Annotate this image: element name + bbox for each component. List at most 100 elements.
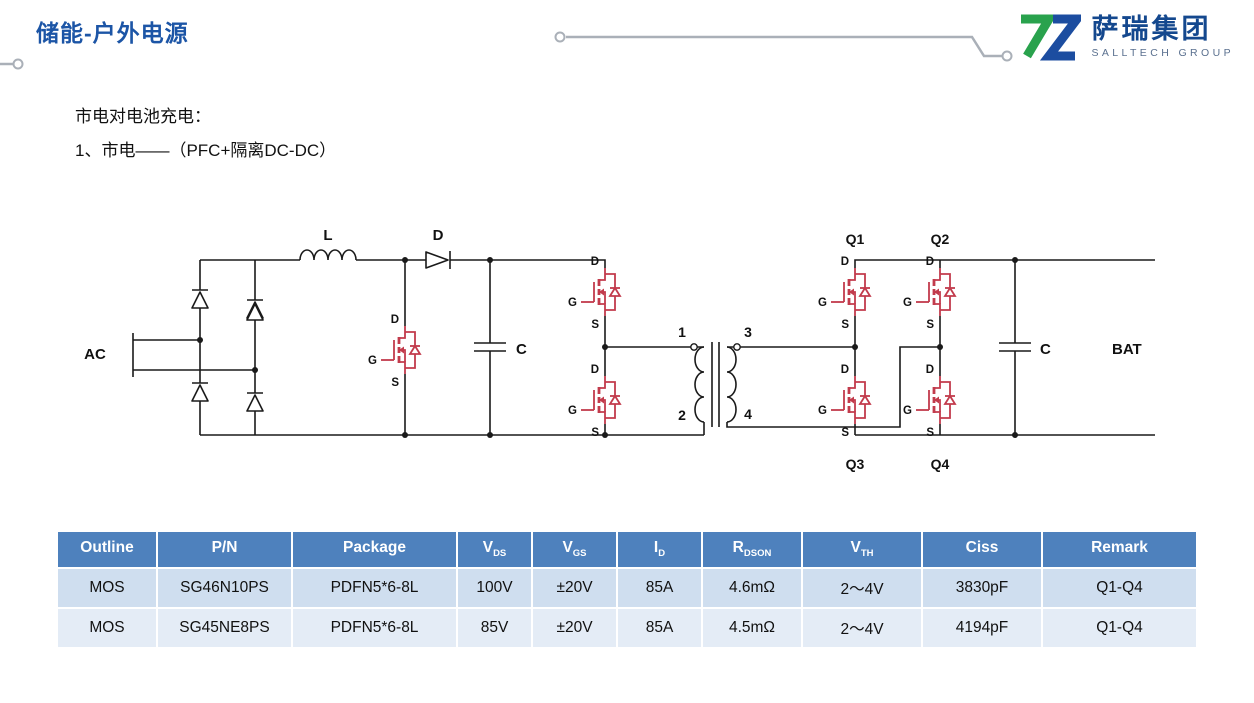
- intro-line-1: 市电对电池充电：: [75, 107, 211, 126]
- mosfet-symbol: [379, 324, 422, 375]
- half-bridge: [200, 315, 704, 438]
- company-logo: 萨瑞集团 SALLTECH GROUP: [1015, 10, 1234, 64]
- drain-pin-label: D: [926, 364, 934, 376]
- table-cell: PDFN5*6-8L: [291, 566, 458, 609]
- table-cell: ±20V: [531, 606, 618, 649]
- boost-stage: L D: [200, 227, 606, 438]
- xfmr-pin3-label: 3: [744, 324, 752, 340]
- table-cell: Q1-Q4: [1041, 606, 1198, 649]
- source-pin-label: S: [926, 427, 934, 439]
- circuit-diagram: AC L D: [84, 227, 1155, 472]
- table-cell: SG45NE8PS: [156, 606, 293, 649]
- intro-line-2: 1、市电——（PFC+隔离DC-DC）: [75, 141, 337, 161]
- column-header: VGS: [531, 529, 618, 569]
- column-header: Remark: [1041, 529, 1198, 569]
- column-header: Package: [291, 529, 458, 569]
- ac-label: AC: [84, 346, 106, 363]
- q3-label: Q3: [846, 456, 865, 472]
- column-header: RDSON: [701, 529, 803, 569]
- gate-pin-label: G: [903, 297, 912, 309]
- table-row: MOS SG46N10PS PDFN5*6-8L 100V ±20V 85A 4…: [56, 566, 1198, 609]
- mosfet-symbol: [914, 374, 957, 425]
- xfmr-pin1-label: 1: [678, 324, 686, 340]
- bus-cap-label: C: [516, 341, 527, 358]
- q1-label: Q1: [846, 231, 865, 247]
- logo-subtext: SALLTECH GROUP: [1091, 47, 1234, 60]
- gate-pin-label: G: [903, 405, 912, 417]
- gate-pin-label: G: [568, 297, 577, 309]
- inductor-label: L: [323, 227, 332, 244]
- q4-label: Q4: [931, 456, 950, 472]
- page-title: 储能-户外电源: [36, 20, 189, 46]
- table-cell: 100V: [456, 566, 533, 609]
- table-cell: MOS: [56, 606, 158, 649]
- full-bridge: Q1 Q2 Q3 Q4: [846, 231, 1155, 472]
- drain-pin-label: D: [391, 314, 399, 326]
- column-header: P/N: [156, 529, 293, 569]
- out-cap-label: C: [1040, 341, 1051, 358]
- source-pin-label: S: [841, 427, 849, 439]
- mosfet-symbol: [829, 374, 872, 425]
- source-pin-label: S: [926, 319, 934, 331]
- column-header-subscript: TH: [860, 548, 874, 560]
- table-cell: 4.5mΩ: [701, 606, 803, 649]
- bridge-rectifier: [191, 259, 264, 435]
- table-cell: 85A: [616, 566, 703, 609]
- output-section: C BAT: [999, 256, 1142, 438]
- ac-source: AC: [84, 332, 255, 377]
- column-header-subscript: DS: [493, 548, 507, 560]
- table-cell: 85A: [616, 606, 703, 649]
- boost-diode-symbol: [425, 250, 449, 269]
- source-pin-label: S: [591, 427, 599, 439]
- column-header: Outline: [56, 529, 158, 569]
- table-cell: MOS: [56, 566, 158, 609]
- column-header: VDS: [456, 529, 533, 569]
- table-cell: 3830pF: [921, 566, 1043, 609]
- boost-diode-label: D: [433, 227, 444, 244]
- drain-pin-label: D: [591, 256, 599, 268]
- table-header-row: Outline P/N Package VDS VGS ID RDSON VTH…: [56, 529, 1198, 569]
- logo-name: 萨瑞集团: [1091, 13, 1212, 44]
- slide-header: 储能-户外电源 萨瑞集团 SALLTECH GROUP: [0, 0, 1254, 88]
- table-cell: 4194pF: [921, 606, 1043, 649]
- table-cell: SG46N10PS: [156, 566, 293, 609]
- xfmr-pin4-label: 4: [744, 406, 752, 422]
- drain-pin-label: D: [841, 256, 849, 268]
- table-cell: Q1-Q4: [1041, 566, 1198, 609]
- intro-text: 市电对电池充电： 1、市电——（PFC+隔离DC-DC）: [75, 106, 1254, 162]
- drain-pin-label: D: [926, 256, 934, 268]
- source-pin-label: S: [841, 319, 849, 331]
- column-header: ID: [616, 529, 703, 569]
- column-header-subscript: DSON: [743, 548, 772, 560]
- logo-text-block: 萨瑞集团 SALLTECH GROUP: [1091, 13, 1234, 60]
- column-header-subscript: GS: [572, 548, 587, 560]
- column-header-subscript: D: [658, 548, 666, 560]
- mosfet-symbol: [579, 374, 622, 425]
- drain-pin-label: D: [591, 364, 599, 376]
- gate-pin-label: G: [818, 405, 827, 417]
- table-cell: 4.6mΩ: [701, 566, 803, 609]
- xfmr-pin2-label: 2: [678, 407, 686, 423]
- mosfet-symbol: [914, 266, 957, 317]
- logo-icon: [1021, 14, 1082, 61]
- column-header: Ciss: [921, 529, 1043, 569]
- q2-label: Q2: [931, 231, 950, 247]
- transformer: 1 2 3 4: [605, 324, 940, 435]
- bat-label: BAT: [1112, 341, 1142, 358]
- column-header: VTH: [801, 529, 923, 569]
- gate-pin-label: G: [568, 405, 577, 417]
- mosfet-symbol: [829, 266, 872, 317]
- bus-capacitor: C: [474, 256, 527, 438]
- mosfet-symbol: [579, 266, 622, 317]
- drain-pin-label: D: [841, 364, 849, 376]
- source-pin-label: S: [391, 377, 399, 389]
- table-cell: 2～4V: [801, 606, 923, 649]
- table-cell: PDFN5*6-8L: [291, 606, 458, 649]
- inductor-symbol: [299, 248, 357, 260]
- gate-pin-label: G: [818, 297, 827, 309]
- mosfet-layer: G D S G D S G D S G D S G D S G D S G D S: [368, 256, 957, 439]
- table-cell: ±20V: [531, 566, 618, 609]
- source-pin-label: S: [591, 319, 599, 331]
- gate-pin-label: G: [368, 355, 377, 367]
